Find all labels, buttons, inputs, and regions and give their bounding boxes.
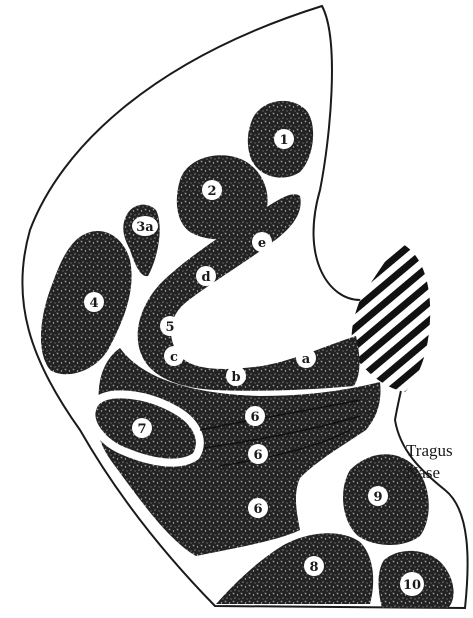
tragus-hatched-region [352, 242, 431, 392]
label-e-text: e [258, 236, 266, 251]
label-e: e [252, 232, 272, 252]
label-5: 5 [160, 316, 180, 336]
label-4: 4 [84, 292, 104, 312]
label-6-upper: 6 [245, 406, 265, 426]
label-a: a [296, 348, 316, 368]
label-4-text: 4 [89, 296, 98, 311]
label-b: b [226, 366, 246, 386]
label-10-text: 10 [403, 578, 421, 593]
label-d: d [196, 266, 216, 286]
label-9: 9 [368, 486, 388, 506]
label-8-text: 8 [309, 560, 318, 575]
label-10: 10 [400, 572, 424, 596]
label-2: 2 [202, 180, 222, 200]
label-2-text: 2 [207, 184, 216, 199]
label-d-text: d [201, 270, 210, 285]
label-3a-text: 3a [136, 220, 154, 235]
tragus-annotation: Tragus [406, 441, 453, 460]
label-b-text: b [231, 370, 240, 385]
label-6-upper-text: 6 [250, 410, 259, 425]
label-3a: 3a [132, 216, 158, 236]
label-5-text: 5 [165, 320, 174, 335]
label-a-text: a [302, 352, 311, 367]
label-7: 7 [132, 418, 152, 438]
label-8: 8 [304, 556, 324, 576]
label-6-lower-text: 6 [253, 502, 262, 517]
label-7-text: 7 [137, 422, 146, 437]
nase-annotation: Nase [406, 463, 440, 482]
label-6-middle: 6 [248, 444, 268, 464]
label-1-text: 1 [279, 133, 288, 148]
label-c-text: c [170, 350, 178, 365]
label-6-lower: 6 [248, 498, 268, 518]
label-1: 1 [274, 129, 294, 149]
label-c: c [164, 346, 184, 366]
label-6-middle-text: 6 [253, 448, 262, 463]
label-9-text: 9 [373, 490, 382, 505]
